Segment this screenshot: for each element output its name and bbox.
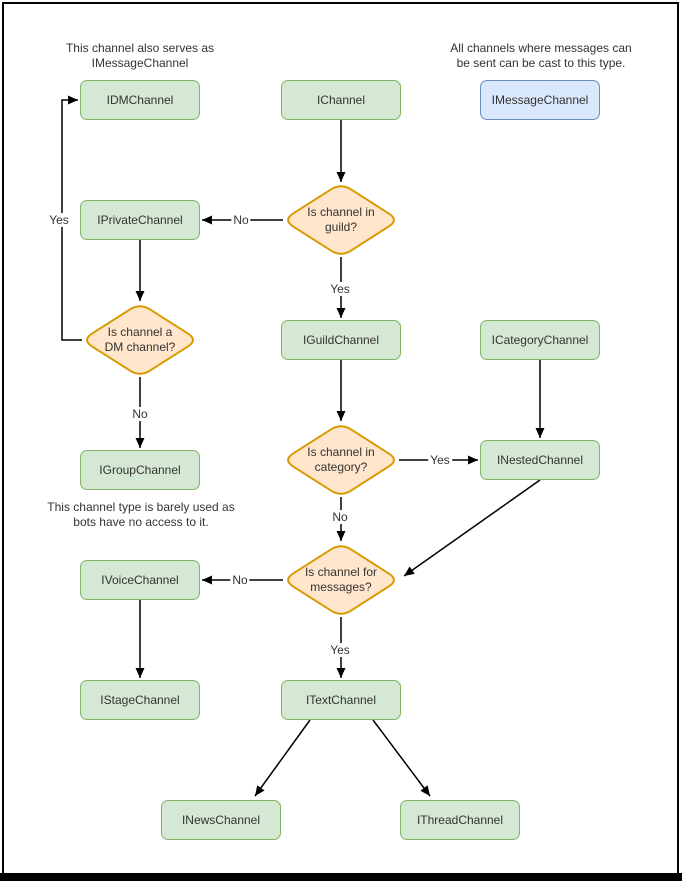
edge-inestedchannel-to-for-messages <box>403 479 541 577</box>
edge-itextchannel-to-inewschannel <box>254 719 311 797</box>
diamond-shape <box>287 185 395 255</box>
edge-label-guild-no: No <box>231 213 251 227</box>
edge-label-category-yes: Yes <box>428 453 452 467</box>
node-imessagechannel: IMessageChannel <box>480 80 600 120</box>
node-icategorychannel: ICategoryChannel <box>480 320 600 360</box>
node-iprivatechannel: IPrivateChannel <box>80 200 200 240</box>
diamond-shape <box>287 425 395 495</box>
node-inewschannel: INewsChannel <box>161 800 281 840</box>
node-ivoicechannel: IVoiceChannel <box>80 560 200 600</box>
bottom-border-bar <box>0 873 682 881</box>
decision-label: Is channel a DM channel? <box>104 325 176 354</box>
edge-itextchannel-to-ithreadchannel <box>372 719 431 797</box>
node-ithreadchannel: IThreadChannel <box>400 800 520 840</box>
edge-label-category-no: No <box>330 510 350 524</box>
decision-is-channel-in-category: Is channel in category? <box>283 423 399 497</box>
node-ichannel: IChannel <box>281 80 401 120</box>
node-istagechannel: IStageChannel <box>80 680 200 720</box>
diamond-shape <box>86 305 194 375</box>
node-idmchannel: IDMChannel <box>80 80 200 120</box>
edge-label-guild-yes: Yes <box>328 282 352 296</box>
decision-label: Is channel in guild? <box>307 205 375 234</box>
decision-is-channel-in-guild: Is channel in guild? <box>283 183 399 257</box>
note-idmchannel: This channel also serves as IMessageChan… <box>65 41 215 70</box>
diamond-shape <box>287 545 395 615</box>
node-igroupchannel: IGroupChannel <box>80 450 200 490</box>
decision-is-channel-for-messages: Is channel for messages? <box>283 543 399 617</box>
edge-label-dm-no: No <box>130 407 150 421</box>
decision-label: Is channel for messages? <box>304 565 378 594</box>
node-itextchannel: ITextChannel <box>281 680 401 720</box>
node-iguildchannel: IGuildChannel <box>281 320 401 360</box>
edge-label-messages-yes: Yes <box>328 643 352 657</box>
note-igroupchannel: This channel type is barely used as bots… <box>47 500 235 529</box>
edge-label-loop-yes: Yes <box>47 213 71 227</box>
decision-is-channel-a-dm: Is channel a DM channel? <box>82 303 198 377</box>
decision-label: Is channel in category? <box>307 445 375 474</box>
note-imessagechannel: All channels where messages can be sent … <box>450 41 632 70</box>
node-inestedchannel: INestedChannel <box>480 440 600 480</box>
edge-label-messages-no: No <box>230 573 250 587</box>
